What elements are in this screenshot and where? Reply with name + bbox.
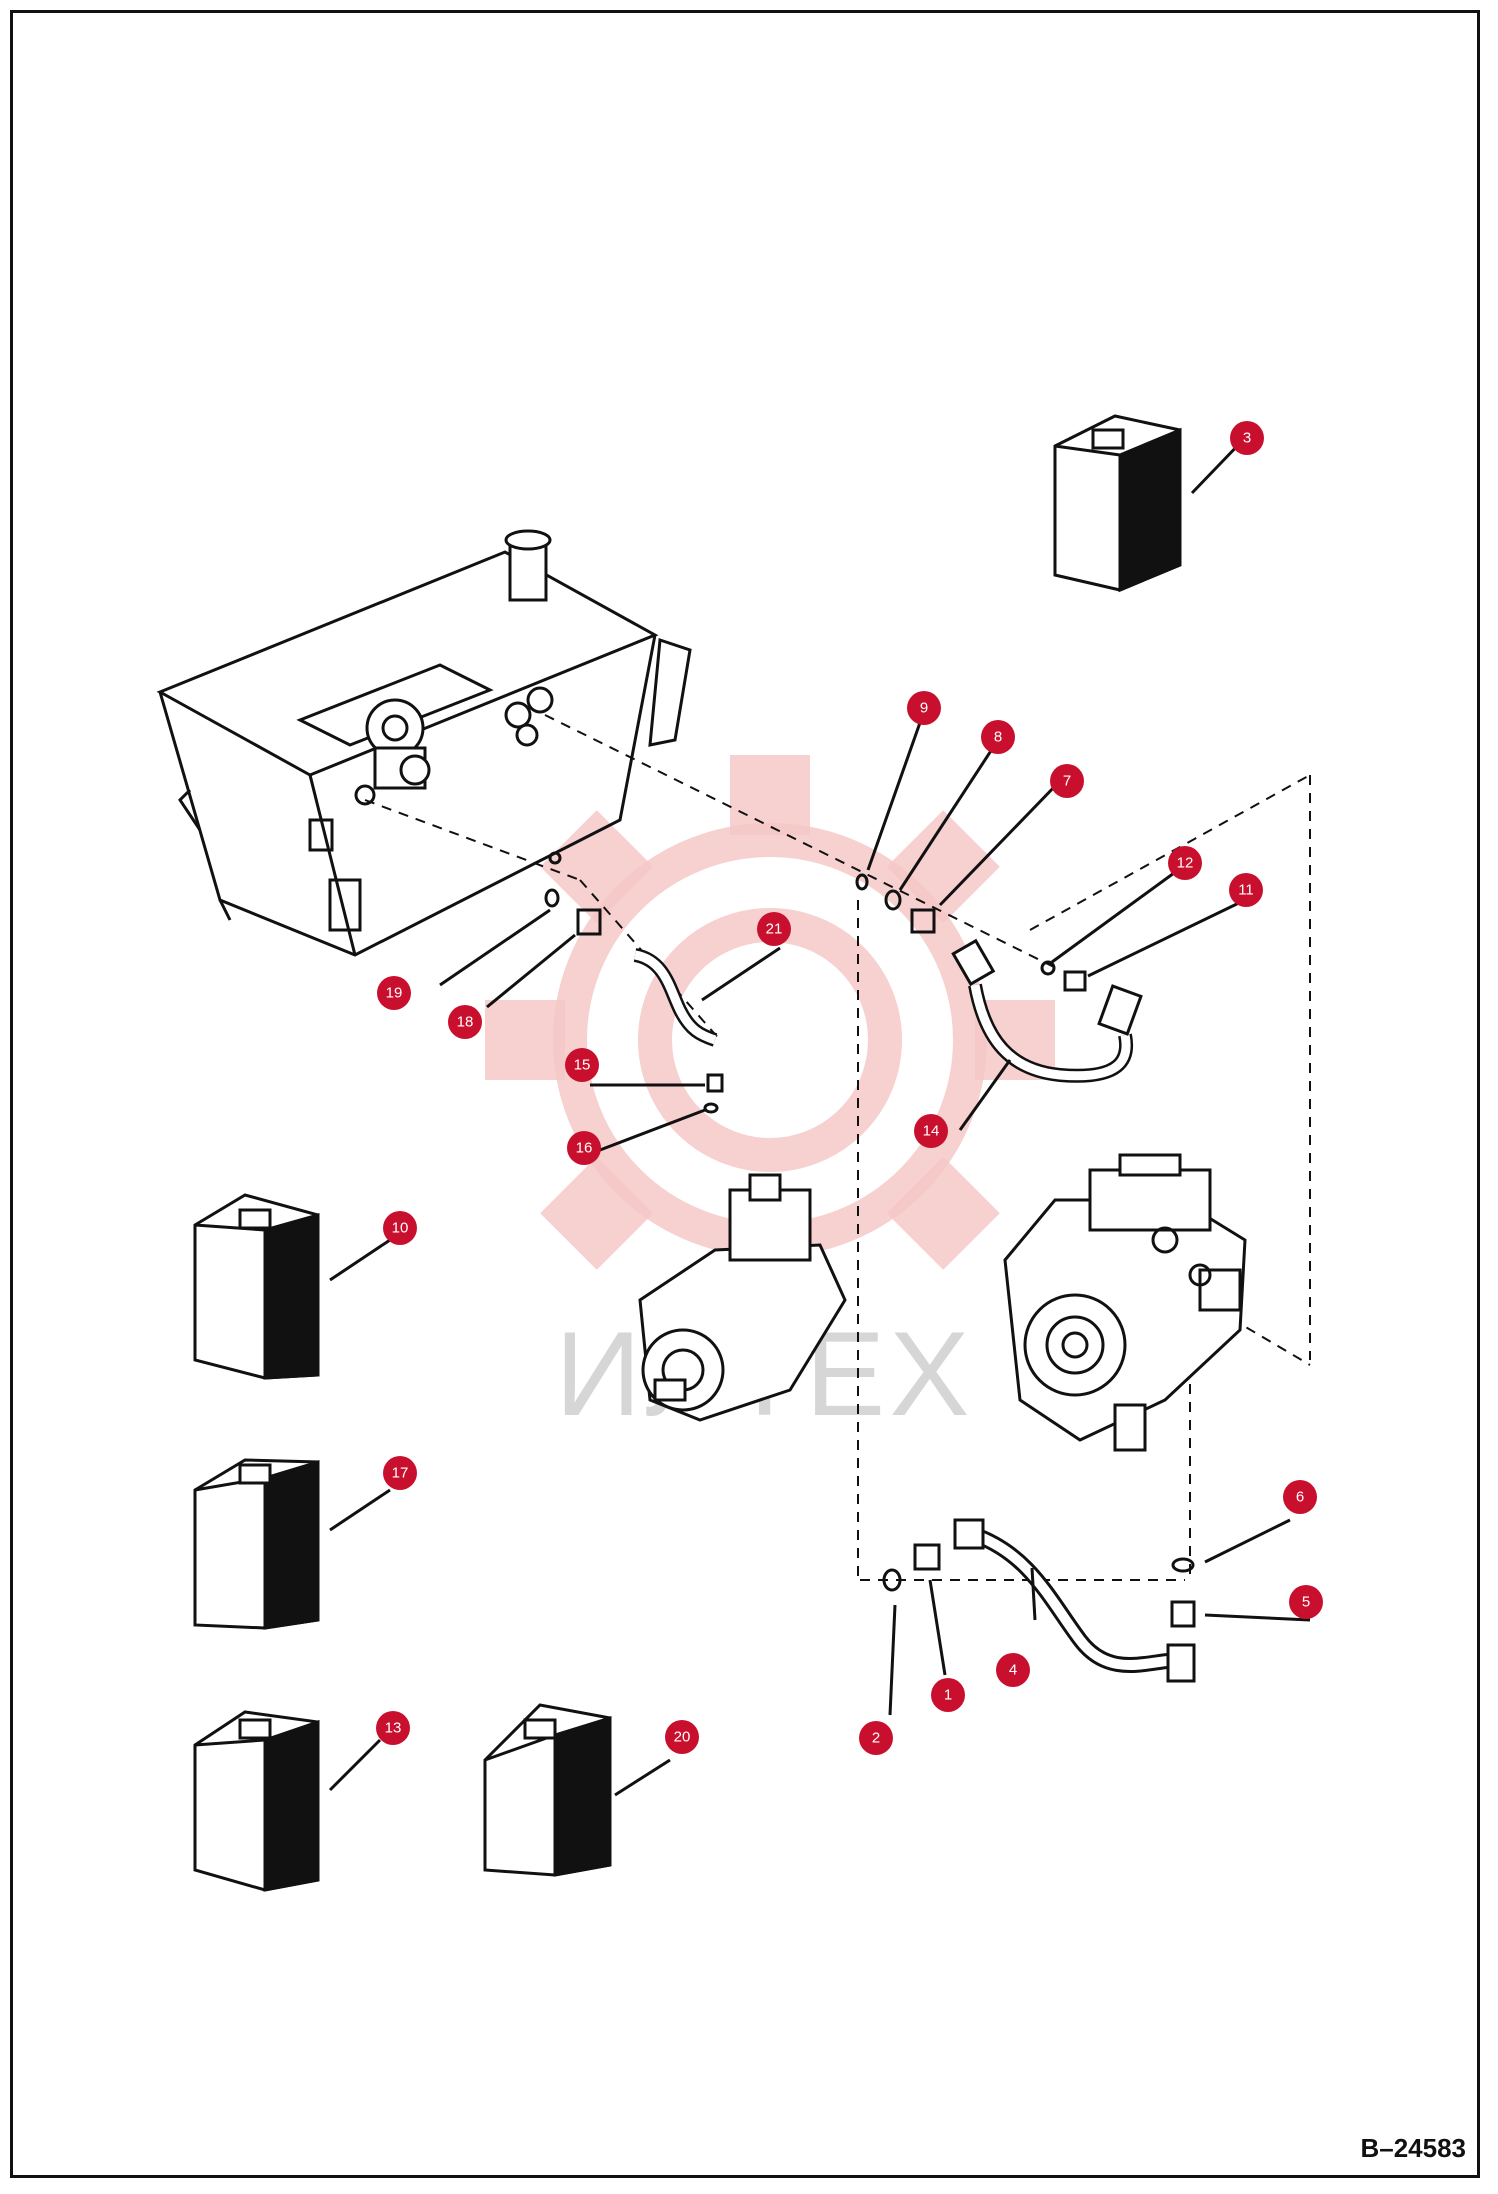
callout-marker [914, 1114, 948, 1148]
drive-motor [638, 1173, 847, 1422]
callout-19: 19 [377, 976, 411, 1010]
callout-marker [1168, 846, 1202, 880]
callout-10: 10 [383, 1211, 417, 1245]
callout-marker [907, 691, 941, 725]
callout-5: 5 [1289, 1585, 1323, 1619]
callout-7: 7 [1050, 764, 1084, 798]
callout-marker [376, 1711, 410, 1745]
callout-label: 9 [920, 700, 928, 717]
callout-2: 2 [859, 1721, 893, 1755]
callout-marker [377, 976, 411, 1010]
callout-6: 6 [1283, 1480, 1317, 1514]
callout-label: 5 [1302, 1594, 1310, 1611]
callout-13: 13 [376, 1711, 410, 1745]
callout-marker [1229, 873, 1263, 907]
callout-label: 4 [1009, 1662, 1017, 1679]
callout-label: 18 [457, 1014, 474, 1031]
callout-label: 13 [385, 1720, 402, 1737]
callout-marker [383, 1211, 417, 1245]
callout-label: 20 [674, 1729, 691, 1746]
callout-marker [996, 1653, 1030, 1687]
callout-label: 1 [944, 1687, 952, 1704]
callout-14: 14 [914, 1114, 948, 1148]
callout-label: 11 [1238, 882, 1254, 899]
callout-9: 9 [907, 691, 941, 725]
callout-label: 14 [923, 1123, 940, 1140]
callout-marker [757, 912, 791, 946]
callout-18: 18 [448, 1005, 482, 1039]
callout-label: 10 [392, 1220, 409, 1237]
callout-marker [1230, 421, 1264, 455]
callout-marker [931, 1678, 965, 1712]
callout-20: 20 [665, 1720, 699, 1754]
callout-marker [665, 1720, 699, 1754]
callout-label: 2 [872, 1730, 880, 1747]
decal-20 [483, 1703, 612, 1877]
callout-16: 16 [567, 1131, 601, 1165]
callout-3: 3 [1230, 421, 1264, 455]
callout-15: 15 [565, 1048, 599, 1082]
callout-4: 4 [996, 1653, 1030, 1687]
callout-label: 12 [1177, 855, 1194, 872]
callout-11: 11 [1229, 873, 1263, 907]
callout-8: 8 [981, 720, 1015, 754]
callout-label: 7 [1063, 773, 1071, 790]
callout-label: 8 [994, 729, 1002, 746]
callout-label: 6 [1296, 1489, 1304, 1506]
callout-label: 17 [392, 1465, 409, 1482]
hydrostatic-pump [1003, 1153, 1247, 1452]
decal-13 [193, 1710, 320, 1892]
callout-12: 12 [1168, 846, 1202, 880]
callout-marker [1289, 1585, 1323, 1619]
callout-label: 19 [386, 985, 403, 1002]
callout-21: 21 [757, 912, 791, 946]
callout-label: 16 [576, 1140, 593, 1157]
hydraulic-tank [156, 529, 692, 957]
callout-label: 15 [574, 1057, 591, 1074]
callout-marker [1283, 1480, 1317, 1514]
callout-label: 21 [766, 921, 783, 938]
callout-marker [981, 720, 1015, 754]
callout-1: 1 [931, 1678, 965, 1712]
callout-marker [567, 1131, 601, 1165]
callout-label: 3 [1243, 430, 1251, 447]
callout-marker [859, 1721, 893, 1755]
decal-3 [1053, 414, 1182, 593]
callout-17: 17 [383, 1456, 417, 1490]
callout-marker [565, 1048, 599, 1082]
decal-10 [193, 1193, 320, 1380]
page-border [10, 10, 1480, 2178]
callout-marker [448, 1005, 482, 1039]
callout-marker [383, 1456, 417, 1490]
reference-code: B–24583 [1360, 2133, 1466, 2163]
callout-marker [1050, 764, 1084, 798]
decal-17 [193, 1458, 320, 1630]
